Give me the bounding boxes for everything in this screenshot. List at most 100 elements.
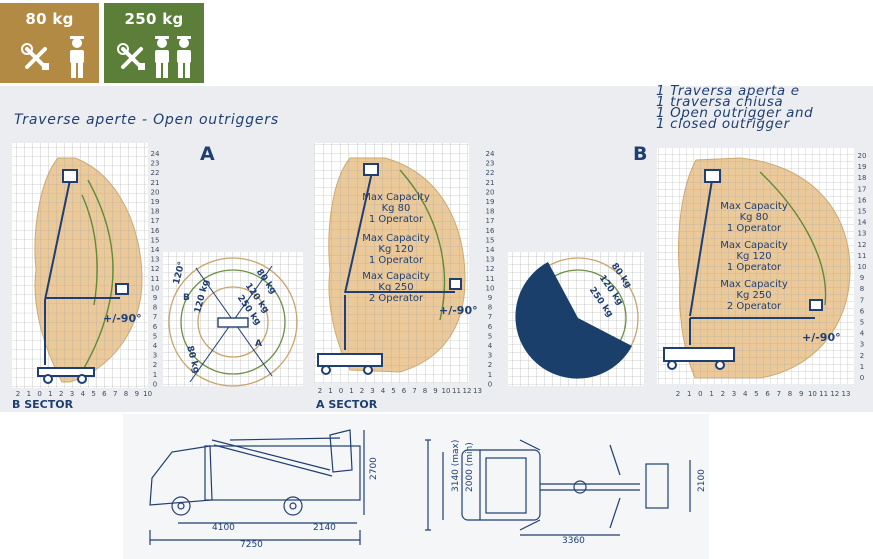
scale-tick-label: 5 [391, 387, 395, 395]
dimension-height: 2700 [369, 457, 379, 480]
scale-tick-label: 21 [151, 179, 160, 187]
scale-tick-label: 7 [153, 313, 157, 321]
scale-tick-label: 17 [486, 217, 495, 225]
plan-view-a: B A 120° 80 kg 120 kg 250 kg 120 kg 80 k… [163, 252, 303, 387]
scale-tick-label: 11 [486, 275, 495, 283]
scale-tick-label: 10 [808, 390, 817, 398]
scale-tick-label: 0 [339, 387, 343, 395]
b-sector-label: B SECTOR [12, 398, 74, 411]
scale-tick-label: 7 [113, 390, 117, 398]
scale-tick-label: 18 [858, 174, 867, 182]
capacity-operators: 2 Operator [369, 293, 424, 304]
capacity-weight: Kg 250 [736, 290, 771, 301]
panel-b-sector: +/-90° 242322212019181716151413121110987… [12, 143, 160, 398]
rotation-label: +/-90° [439, 304, 478, 317]
scale-tick-label: 2 [721, 390, 725, 398]
scale-tick-label: 24 [486, 150, 495, 158]
scale-tick-label: 5 [754, 390, 758, 398]
scale-tick-label: 3 [860, 341, 864, 349]
dimension-outrigger-span: 3360 [562, 536, 585, 546]
scale-tick-label: 4 [860, 330, 865, 338]
dimension-outrigger-max: 3140 (max) [451, 440, 461, 492]
scale-tick-label: 2 [488, 361, 492, 369]
scale-tick-label: 19 [151, 198, 160, 206]
scale-tick-label: 22 [151, 169, 160, 177]
scale-tick-label: 1 [709, 390, 713, 398]
scale-tick-label: 12 [486, 265, 495, 273]
scale-tick-label: 8 [860, 285, 864, 293]
scale-tick-label: 18 [486, 208, 495, 216]
badge-80kg: 80 kg [0, 3, 99, 83]
scale-tick-label: 0 [153, 380, 157, 388]
scale-tick-label: 11 [819, 390, 828, 398]
scale-tick-label: 1 [153, 371, 157, 379]
scale-tick-label: 17 [151, 217, 160, 225]
scale-tick-label: 2 [318, 387, 322, 395]
capacity-operators: 1 Operator [369, 255, 424, 266]
scale-tick-label: 3 [370, 387, 374, 395]
scale-tick-label: 0 [37, 390, 41, 398]
scale-tick-label: 13 [473, 387, 482, 395]
scale-tick-label: 7 [488, 313, 492, 321]
capacity-title: Max Capacity [720, 240, 788, 251]
scale-tick-label: 15 [486, 236, 495, 244]
mixed-outriggers-title: 1 Traversa aperta e 1 traversa chiusa 1 … [656, 83, 871, 132]
config-a-label: A [200, 143, 215, 165]
mixed-title-line: 1 closed outrigger [656, 116, 790, 132]
dimension-wheelbase: 4100 [212, 523, 235, 533]
scale-tick-label: 14 [486, 246, 495, 254]
capacity-title: Max Capacity [362, 271, 430, 282]
scale-tick-label: 6 [102, 390, 107, 398]
scale-tick-label: 1 [349, 387, 353, 395]
scale-tick-label: 3 [488, 352, 492, 360]
capacity-operators: 1 Operator [369, 214, 424, 225]
config-b-label: B [633, 143, 648, 165]
mixed-title-line: 1 Traversa aperta e [656, 83, 800, 99]
scale-tick-label: 0 [488, 380, 492, 388]
capacity-operators: 1 Operator [727, 223, 782, 234]
panel-a-sector: Max Capacity Kg 80 1 Operator Max Capaci… [314, 143, 495, 395]
plan-view-b: 80 kg 120 kg 250 kg [508, 252, 644, 386]
scale-tick-label: 1 [687, 390, 691, 398]
badge-80kg-label: 80 kg [25, 10, 74, 28]
scale-tick-label: 16 [486, 227, 495, 235]
scale-tick-label: 1 [328, 387, 332, 395]
scale-tick-label: 12 [830, 390, 839, 398]
capacity-weight: Kg 80 [740, 212, 769, 223]
rotation-label: +/-90° [802, 331, 841, 344]
scale-tick-label: 9 [860, 274, 864, 282]
capacity-weight: Kg 120 [378, 244, 413, 255]
scale-tick-label: 4 [153, 342, 158, 350]
top-view-drawing [425, 439, 691, 536]
scale-tick-label: 9 [135, 390, 139, 398]
scale-tick-label: 6 [860, 307, 865, 315]
open-outriggers-title: Traverse aperte - Open outriggers [14, 112, 279, 128]
scale-tick-label: 2 [676, 390, 680, 398]
scale-tick-label: 8 [488, 304, 492, 312]
scale-tick-label: 6 [488, 323, 493, 331]
scale-tick-label: 2 [860, 352, 864, 360]
dimension-width: 2100 [697, 469, 707, 492]
scale-tick-label: 13 [842, 390, 851, 398]
panel-b-mixed: Max Capacity Kg 80 1 Operator Max Capaci… [657, 148, 867, 398]
scale-tick-label: 7 [412, 387, 416, 395]
scale-tick-label: 5 [860, 319, 864, 327]
scale-tick-label: 2 [59, 390, 63, 398]
scale-tick-label: 9 [799, 390, 803, 398]
scale-tick-label: 18 [151, 208, 160, 216]
scale-tick-label: 1 [27, 390, 31, 398]
scale-tick-label: 21 [486, 179, 495, 187]
scale-tick-label: 17 [858, 185, 867, 193]
scale-tick-label: 20 [486, 188, 495, 196]
tools-operator-icon [21, 36, 84, 78]
sector-disc [515, 262, 632, 379]
scale-tick-label: 1 [488, 371, 492, 379]
scale-tick-label: 16 [151, 227, 160, 235]
scale-tick-label: 14 [858, 219, 867, 227]
scale-tick-label: 0 [860, 374, 864, 382]
scale-tick-label: 19 [486, 198, 495, 206]
